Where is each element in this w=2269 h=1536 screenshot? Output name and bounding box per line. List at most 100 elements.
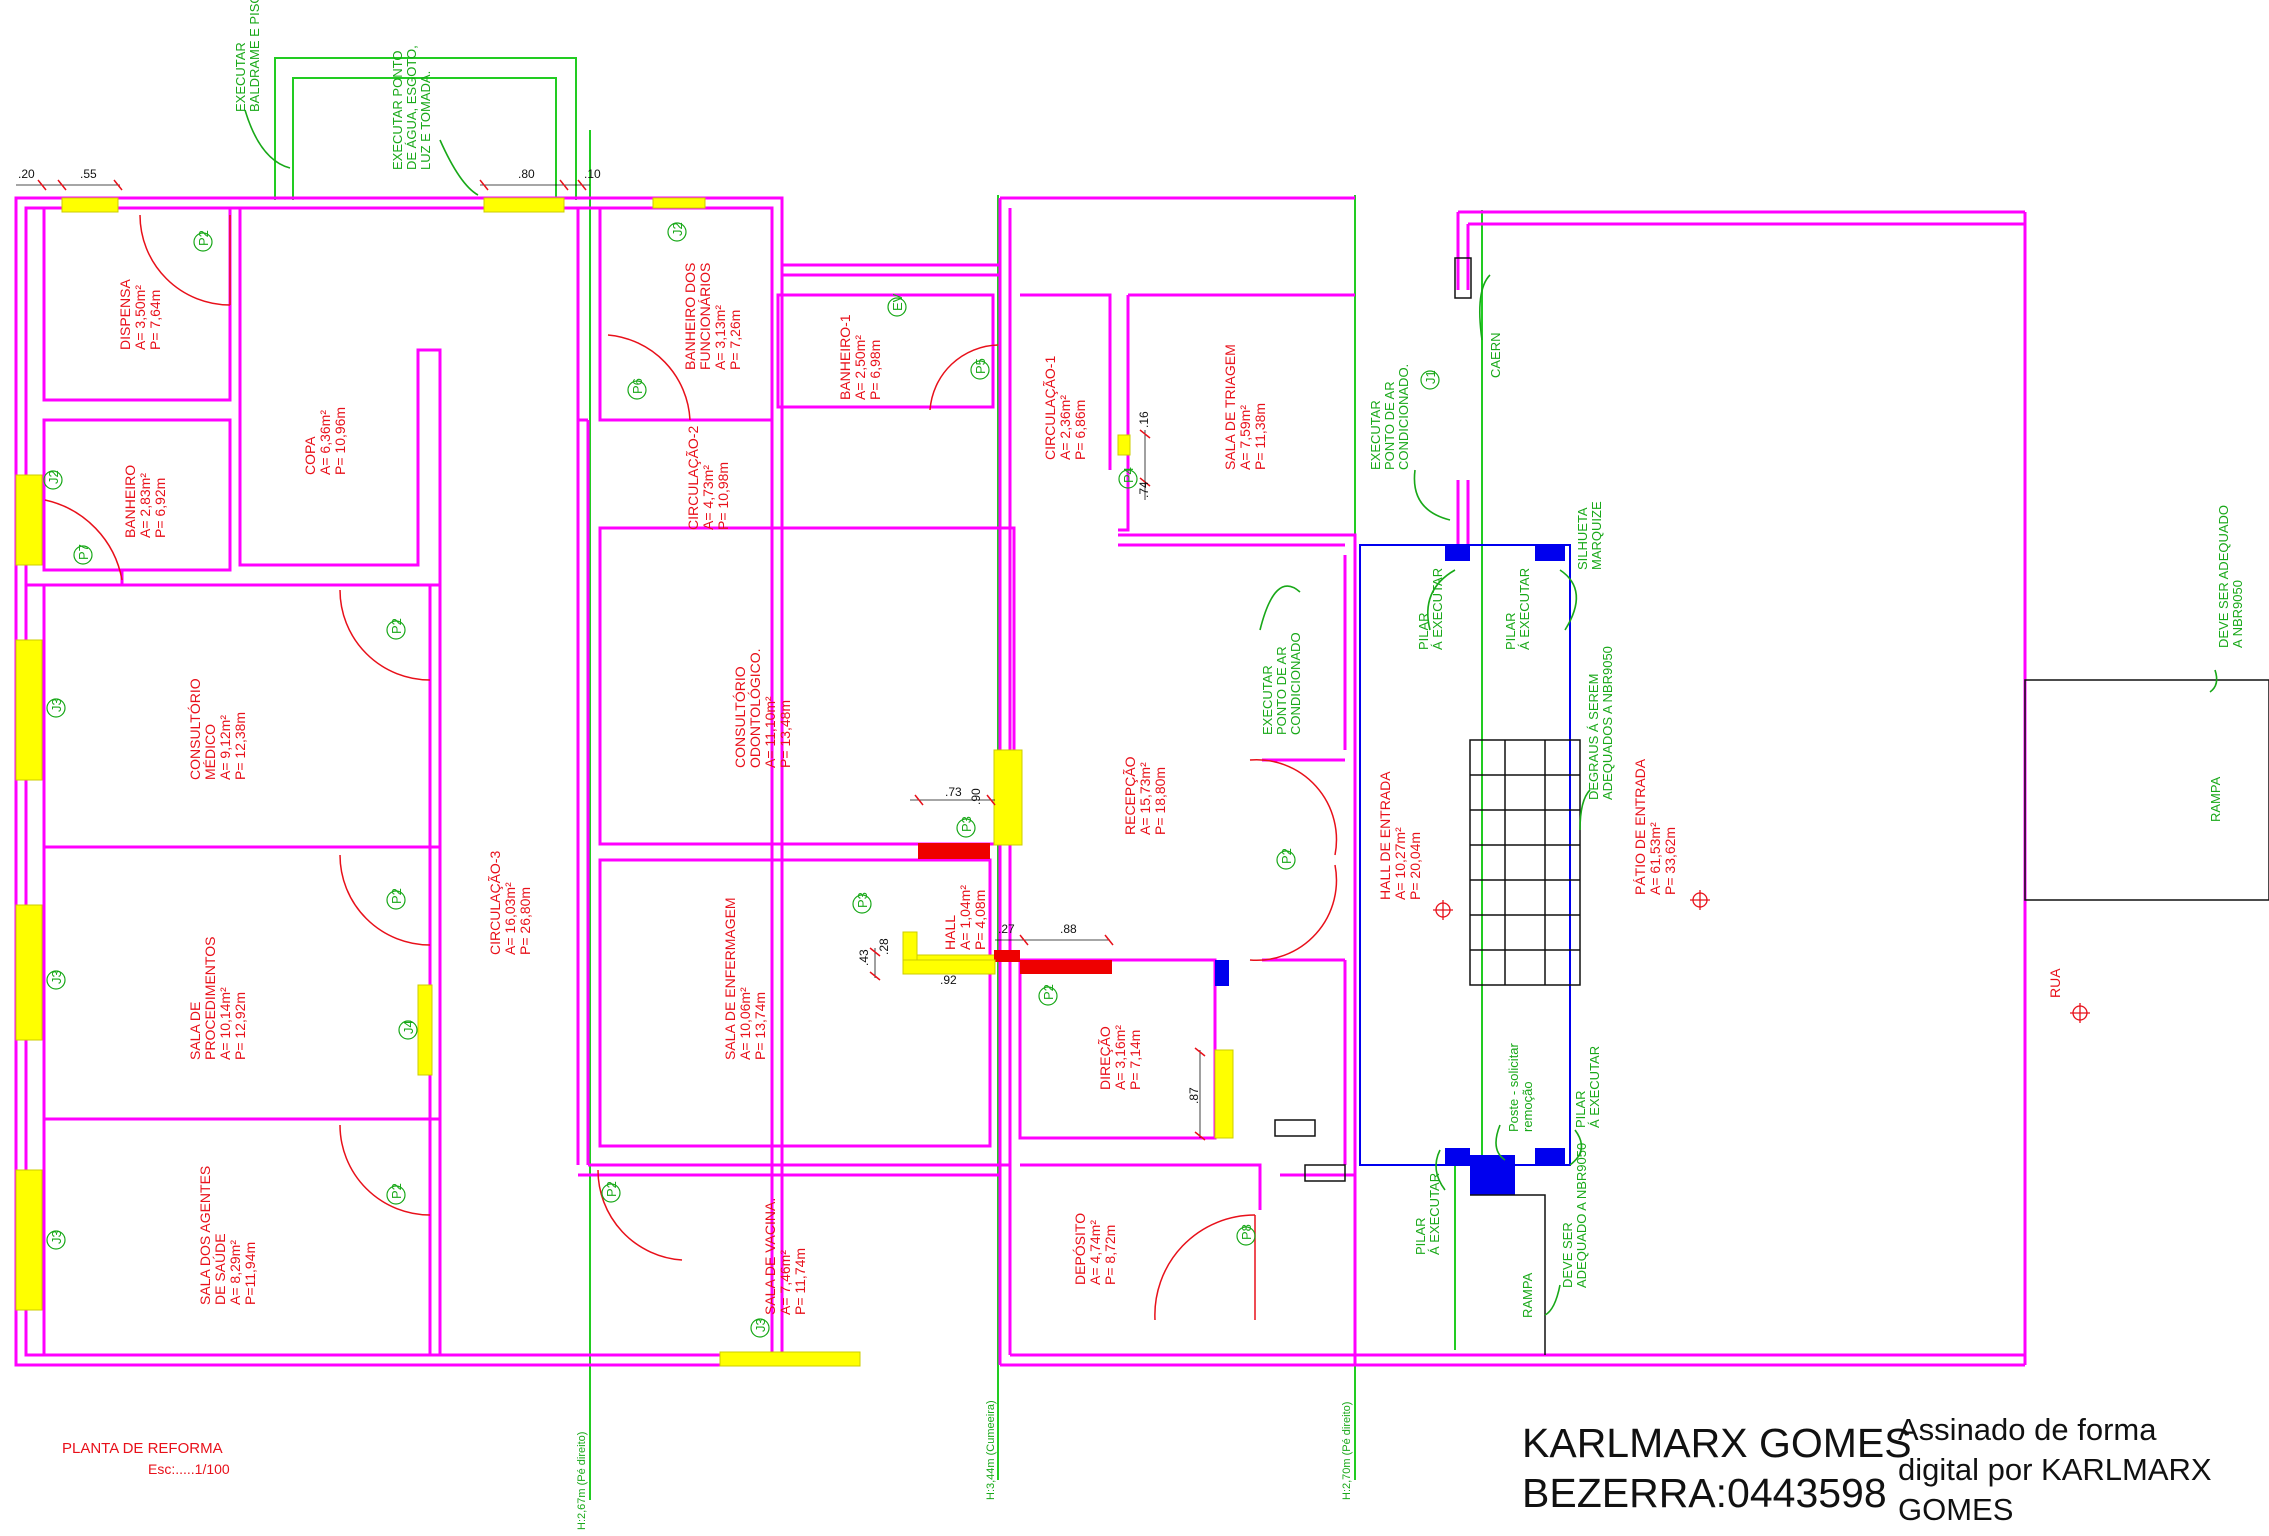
- room-circulacao-1: CIRCULAÇÃO-1A= 2,36m²P= 6,86m: [1042, 356, 1088, 460]
- note-nbr-top: DEVE SER ADEQUADOA NBR9050: [2216, 505, 2245, 648]
- tag-p1: P2: [1279, 848, 1294, 864]
- tag-j3-consultorio: J3: [49, 698, 64, 712]
- room-banheiro-funcionarios: BANHEIRO DOSFUNCIONÁRIOSA= 3,13m²P= 7,26…: [682, 263, 743, 370]
- stairs: [1274, 257, 2269, 1355]
- dim-88: .88: [1060, 922, 1077, 936]
- note-caern: CAERN: [1488, 332, 1503, 378]
- tag-p4: P4: [1121, 467, 1136, 483]
- tag-j2-banheiro: J2: [46, 470, 61, 484]
- room-banheiro-1: BANHEIRO-1A= 2,50m²P= 6,98m: [837, 314, 883, 400]
- tag-ev: EV: [890, 293, 905, 311]
- tag-p2-consultorio: P2: [389, 618, 404, 634]
- tag-p3-enfermagem: P3: [855, 892, 870, 908]
- room-rua: RUA: [2047, 968, 2063, 998]
- room-sala-triagem: SALA DE TRIAGEMA= 7,59m²P= 11,38m: [1222, 344, 1268, 470]
- dim-73: .73: [945, 785, 962, 799]
- tag-p2-procedimentos: P2: [389, 888, 404, 904]
- annotation-notes: EXECUTARBALDRAME E PISO EXECUTAR PONTODE…: [233, 0, 2245, 1318]
- note-pilar-4: PILARÁ EXECUTAR: [1413, 1173, 1442, 1255]
- dim-80: .80: [518, 167, 535, 181]
- dimension-labels: .20 .55 .80 .10 .16 .74 .73 .90 .27 .88 …: [18, 167, 1201, 1104]
- room-deposito: DEPÓSITOA= 4,74m²P= 8,72m: [1072, 1213, 1118, 1285]
- signature-note: Assinado de forma digital por KARLMARX G…: [1898, 1410, 2258, 1530]
- dim-74: .74: [1137, 481, 1151, 498]
- tag-p6: P6: [630, 378, 645, 394]
- room-labels: DISPENSAA= 3,50m²P= 7,64m COPAA= 6,36m²P…: [117, 263, 2063, 1315]
- signature-note-line-3: GOMES: [1898, 1492, 2014, 1527]
- room-copa: COPAA= 6,36m²P= 10,96m: [302, 407, 348, 475]
- dim-90: .90: [969, 788, 983, 805]
- room-sala-enfermagem: SALA DE ENFERMAGEMA= 10,06m²P= 13,74m: [722, 897, 768, 1060]
- dim-43: .43: [857, 949, 871, 966]
- dim-87: .87: [1187, 1087, 1201, 1104]
- note-ponto-agua: EXECUTAR PONTODE ÁGUA, ESGOTO,LUZ E TOMA…: [390, 45, 433, 170]
- room-dispensa: DISPENSAA= 3,50m²P= 7,64m: [117, 279, 163, 350]
- plan-scale: Esc:.....1/100: [148, 1461, 230, 1477]
- room-circulacao-2: CIRCULAÇÃO-2A= 4,73m²P= 10,98m: [685, 426, 731, 530]
- level-h267: H:2,67m (Pé direito): [576, 1432, 588, 1530]
- signature-name: KARLMARX GOMES BEZERRA:0443598: [1522, 1418, 1912, 1518]
- pillars: [1215, 544, 1571, 1195]
- level-markers: [1433, 890, 2090, 1023]
- note-pilar-3: PILARÁ EXECUTAR: [1573, 1046, 1602, 1128]
- tag-p2-agentes: P2: [389, 1183, 404, 1199]
- note-ar-recepcao: EXECUTARPONTO DE ARCONDICIONADO: [1260, 632, 1303, 735]
- dim-10: .10: [584, 167, 601, 181]
- dim-92: .92: [940, 973, 957, 987]
- room-sala-vacina: SALA DE VACINA.A= 7,46m²P= 11,74m: [762, 1198, 808, 1315]
- room-sala-procedimentos: SALA DEPROCEDIMENTOSA= 10,14m²P= 12,92m: [187, 937, 248, 1060]
- room-consultorio-medico: CONSULTÓRIOMÉDICOA= 9,12m²P= 12,38m: [187, 678, 248, 780]
- note-ar-triagem: EXECUTARPONTO DE ARCONDICIONADO.: [1368, 364, 1411, 470]
- room-circulacao-3: CIRCULAÇÃO-3A= 16,03m²P= 26,80m: [487, 851, 533, 955]
- note-rampa-bottom: RAMPA: [1520, 1272, 1535, 1318]
- note-nbr-bottom: DEVE SERADEQUADO A NBR9050: [1560, 1143, 1589, 1288]
- level-h270: H:2,70m (Pé direito): [1341, 1402, 1353, 1500]
- demolition: [918, 843, 1112, 974]
- door-tags: [43, 222, 1440, 1338]
- door-tag-labels: P2 J2 P7 P2 P2 J4 P2 J3 J3 J3 P6 J2 EV P…: [46, 222, 1438, 1332]
- tag-p3-odonto: P3: [959, 816, 974, 832]
- tag-j1: J1: [1423, 370, 1438, 384]
- signature-name-line-1: KARLMARX GOMES: [1522, 1420, 1912, 1466]
- tag-j3-vacina: J3: [753, 1318, 768, 1332]
- note-degraus: DEGRAUS Á SEREMADEQUADOS A NBR9050: [1586, 646, 1615, 800]
- tag-j2-funcionarios: J2: [670, 222, 685, 236]
- tag-p2-vacina: P2: [604, 1181, 619, 1197]
- room-consultorio-odonto: CONSULTÓRIOODONTOLÓGICO.A= 11,10m²P= 13,…: [732, 648, 793, 768]
- note-pilar-1: PILARÁ EXECUTAR: [1416, 568, 1445, 650]
- door-swings: [44, 214, 1338, 1321]
- room-sala-agentes: SALA DOS AGENTESDE SAÚDEA= 8,29m²P=11,94…: [197, 1166, 258, 1305]
- room-direcao: DIREÇÃOA= 3,16m²P= 7,14m: [1097, 1025, 1143, 1090]
- note-poste: Poste - solicitarremoção: [1506, 1042, 1535, 1132]
- dim-28: .28: [877, 938, 891, 955]
- dim-20: .20: [18, 167, 35, 181]
- tag-p8: P8: [1239, 1224, 1254, 1240]
- hall-counter: [902, 931, 996, 975]
- room-banheiro: BANHEIROA= 2,83m²P= 6,92m: [122, 465, 168, 538]
- note-rampa-right: RAMPA: [2208, 776, 2223, 822]
- grid-level-labels: H:2,67m (Pé direito) H:3,44m (Cumeeira) …: [576, 1400, 1353, 1530]
- room-patio-entrada: PÁTIO DE ENTRADAA= 61,53m²P= 33,62m: [1632, 758, 1678, 895]
- windows: [15, 197, 1234, 1367]
- signature-note-line-1: Assinado de forma: [1898, 1412, 2157, 1447]
- tag-j3-agentes: J3: [49, 1230, 64, 1244]
- level-h344: H:3,44m (Cumeeira): [985, 1400, 997, 1500]
- note-baldrame: EXECUTARBALDRAME E PISO: [233, 0, 262, 112]
- tag-p2-dispensa: P2: [196, 230, 211, 246]
- dimension-ticks: [16, 179, 1206, 1141]
- annotation-arrows: [244, 109, 2218, 1316]
- room-hall-entrada: HALL DE ENTRADAA= 10,27m²P= 20,04m: [1377, 771, 1423, 900]
- signature-note-line-2: digital por KARLMARX: [1898, 1452, 2212, 1487]
- tag-p5: P5: [973, 358, 988, 374]
- tag-j3-procedimentos: J3: [49, 970, 64, 984]
- note-pilar-2: PILARÁ EXECUTAR: [1503, 568, 1532, 650]
- dim-55: .55: [80, 167, 97, 181]
- dim-16: .16: [1137, 411, 1151, 428]
- room-hall: HALLA= 1,04m²P= 4,08m: [942, 885, 988, 950]
- tag-p7: P7: [76, 544, 91, 560]
- note-silhueta: SILHUETAMARQUIZE: [1575, 501, 1604, 570]
- room-recepcao: RECEPÇÃOA= 15,73m²P= 18,80m: [1122, 756, 1168, 835]
- signature-name-line-2: BEZERRA:0443598: [1522, 1470, 1887, 1516]
- plan-title: PLANTA DE REFORMA: [62, 1440, 223, 1457]
